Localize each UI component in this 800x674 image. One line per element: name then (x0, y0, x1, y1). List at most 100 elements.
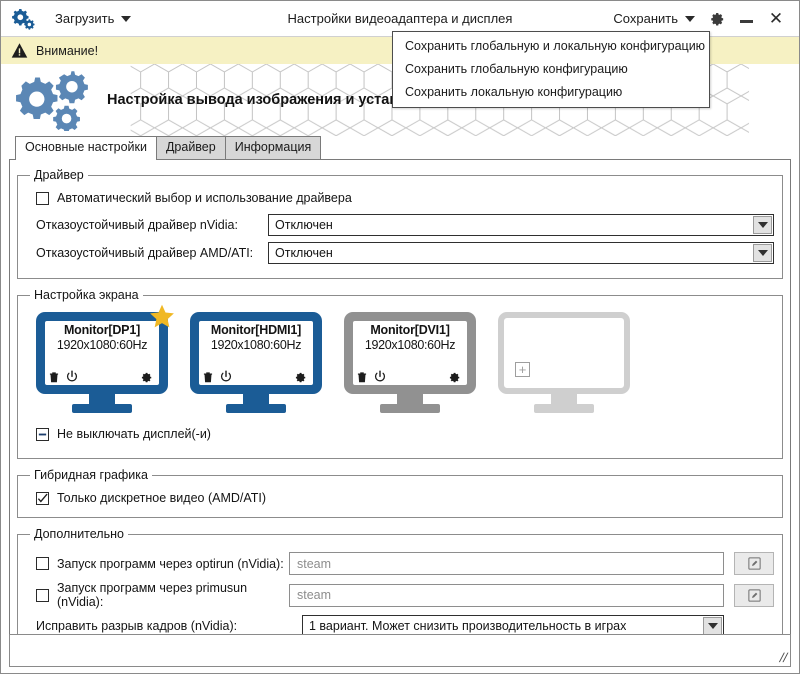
save-dropdown-menu[interactable]: Сохранить глобальную и локальную конфигу… (392, 31, 710, 108)
checkbox-keep-display-on[interactable]: Не выключать дисплей(-и) (36, 427, 774, 441)
gear-icon[interactable] (139, 370, 153, 384)
gear-icon[interactable] (293, 370, 307, 384)
save-menu-item-local[interactable]: Сохранить локальную конфигурацию (405, 85, 623, 99)
chevron-down-icon (707, 623, 718, 629)
monitor-screen: Monitor[HDMI1] 1920x1080:60Hz (199, 321, 313, 385)
power-icon[interactable] (65, 370, 79, 384)
monitor-screen: Monitor[DVI1] 1920x1080:60Hz (353, 321, 467, 385)
nvidia-driver-select[interactable]: Отключен (268, 214, 774, 236)
tearfix-label: Исправить разрыв кадров (nVidia): (36, 619, 238, 633)
indeterminate-dash-icon (38, 433, 47, 435)
tab-driver[interactable]: Драйвер (155, 136, 226, 159)
optirun-edit-button[interactable] (734, 552, 774, 575)
primusun-edit-button[interactable] (734, 583, 774, 607)
minimize-icon (739, 20, 753, 23)
resize-grip-icon[interactable]: // (777, 650, 789, 665)
monitor-card-hdmi1[interactable]: Monitor[HDMI1] 1920x1080:60Hz (190, 312, 322, 413)
row-primusun: Запуск программ через primusun (nVidia):… (26, 581, 774, 609)
minimize-button[interactable] (731, 4, 761, 34)
app-logo-icon (11, 6, 37, 32)
gear-icon (710, 13, 723, 26)
primusun-input[interactable]: steam (289, 583, 724, 607)
load-menu-label: Загрузить (55, 11, 115, 26)
warning-triangle-icon (11, 43, 28, 58)
monitor-resolution: 1920x1080:60Hz (210, 338, 302, 352)
tearfix-value: 1 вариант. Может снизить производительно… (309, 619, 627, 633)
close-button[interactable]: ✕ (761, 4, 791, 34)
nvidia-driver-value: Отключен (275, 218, 333, 232)
tab-information[interactable]: Информация (224, 136, 322, 159)
amd-driver-select[interactable]: Отключен (268, 242, 774, 264)
tab-label: Основные настройки (25, 140, 147, 154)
dropdown-arrow-button[interactable] (703, 617, 722, 635)
checkbox-label: Не выключать дисплей(-и) (57, 427, 211, 441)
gear-icon[interactable] (447, 370, 461, 384)
chevron-down-icon (121, 15, 132, 22)
trash-icon[interactable] (355, 370, 369, 384)
group-driver-legend: Драйвер (34, 168, 84, 182)
monitor-name: Monitor[DVI1] (370, 323, 450, 337)
tab-label: Информация (234, 140, 312, 154)
primusun-placeholder-text: steam (297, 588, 332, 602)
checkmark-icon (37, 493, 48, 502)
monitor-stand-base (534, 404, 594, 413)
save-menu-item-global[interactable]: Сохранить глобальную конфигурацию (405, 62, 628, 76)
monitor-resolution: 1920x1080:60Hz (364, 338, 456, 352)
chevron-down-icon (757, 250, 768, 256)
checkbox-primusun[interactable] (36, 588, 49, 602)
settings-button[interactable] (701, 4, 731, 34)
monitor-card-dvi1[interactable]: Monitor[DVI1] 1920x1080:60Hz (344, 312, 476, 413)
monitor-stand-base (72, 404, 132, 413)
power-icon[interactable] (373, 370, 387, 384)
checkbox-optirun[interactable] (36, 557, 49, 570)
group-hybrid-legend: Гибридная графика (34, 468, 148, 482)
monitor-name: Monitor[DP1] (63, 323, 141, 337)
monitor-card-add-new[interactable]: + (498, 312, 630, 413)
optirun-label: Запуск программ через optirun (nVidia): (57, 556, 284, 571)
tearfix-select[interactable]: 1 вариант. Может снизить производительно… (302, 615, 724, 637)
tab-panel-main-settings: Драйвер Автоматический выбор и использов… (9, 159, 791, 654)
trash-icon[interactable] (201, 370, 215, 384)
row-nvidia-failsafe-driver: Отказоустойчивый драйвер nVidia: Отключе… (26, 214, 774, 236)
plus-in-box-icon[interactable]: + (515, 362, 530, 377)
checkbox-box[interactable] (36, 427, 49, 441)
save-menu-button[interactable]: Сохранить (607, 8, 701, 29)
optirun-input[interactable]: steam (289, 552, 724, 575)
primusun-label: Запуск программ через primusun (nVidia): (57, 581, 248, 609)
dropdown-arrow-button[interactable] (753, 244, 772, 262)
monitor-stand-base (226, 404, 286, 413)
save-menu-item-global-local[interactable]: Сохранить глобальную и локальную конфигу… (405, 39, 706, 53)
row-tearing-fix: Исправить разрыв кадров (nVidia): 1 вари… (26, 615, 774, 637)
tab-strip: Основные настройки Драйвер Информация (1, 135, 799, 160)
status-bar: // (9, 634, 791, 667)
monitor-frame: Monitor[DP1] 1920x1080:60Hz (36, 312, 168, 394)
checkbox-discrete-only[interactable]: Только дискретное видео (AMD/ATI) (36, 491, 774, 505)
nvidia-driver-label: Отказоустойчивый драйвер nVidia: (36, 218, 238, 232)
amd-driver-value: Отключен (275, 246, 333, 260)
group-additional: Дополнительно Запуск программ через opti… (17, 527, 783, 648)
monitor-actions (355, 370, 465, 384)
monitor-frame: Monitor[DVI1] 1920x1080:60Hz (344, 312, 476, 394)
trash-icon[interactable] (47, 370, 61, 384)
group-screen-setup: Настройка экрана Monitor[DP1] 1920x1080:… (17, 288, 783, 459)
monitor-screen: Monitor[DP1] 1920x1080:60Hz (45, 321, 159, 385)
monitor-stand-neck (243, 394, 269, 404)
monitor-actions (47, 370, 157, 384)
checkbox-auto-driver[interactable]: Автоматический выбор и использование дра… (36, 191, 774, 205)
optirun-placeholder-text: steam (297, 556, 332, 571)
amd-driver-label: Отказоустойчивый драйвер AMD/ATI: (36, 246, 254, 260)
row-amd-failsafe-driver: Отказоустойчивый драйвер AMD/ATI: Отключ… (26, 242, 774, 264)
monitor-frame: Monitor[HDMI1] 1920x1080:60Hz (190, 312, 322, 394)
tab-main-settings[interactable]: Основные настройки (15, 136, 157, 160)
checkbox-box[interactable] (36, 191, 49, 205)
power-icon[interactable] (219, 370, 233, 384)
monitor-card-dp1[interactable]: Monitor[DP1] 1920x1080:60Hz (36, 304, 174, 413)
row-optirun: Запуск программ через optirun (nVidia): … (26, 552, 774, 575)
dropdown-arrow-button[interactable] (753, 216, 772, 234)
load-menu-button[interactable]: Загрузить (51, 8, 135, 29)
monitor-list: Monitor[DP1] 1920x1080:60Hz (26, 304, 774, 415)
checkbox-box[interactable] (36, 491, 49, 505)
monitor-resolution: 1920x1080:60Hz (56, 338, 148, 352)
chevron-down-icon (685, 15, 695, 22)
